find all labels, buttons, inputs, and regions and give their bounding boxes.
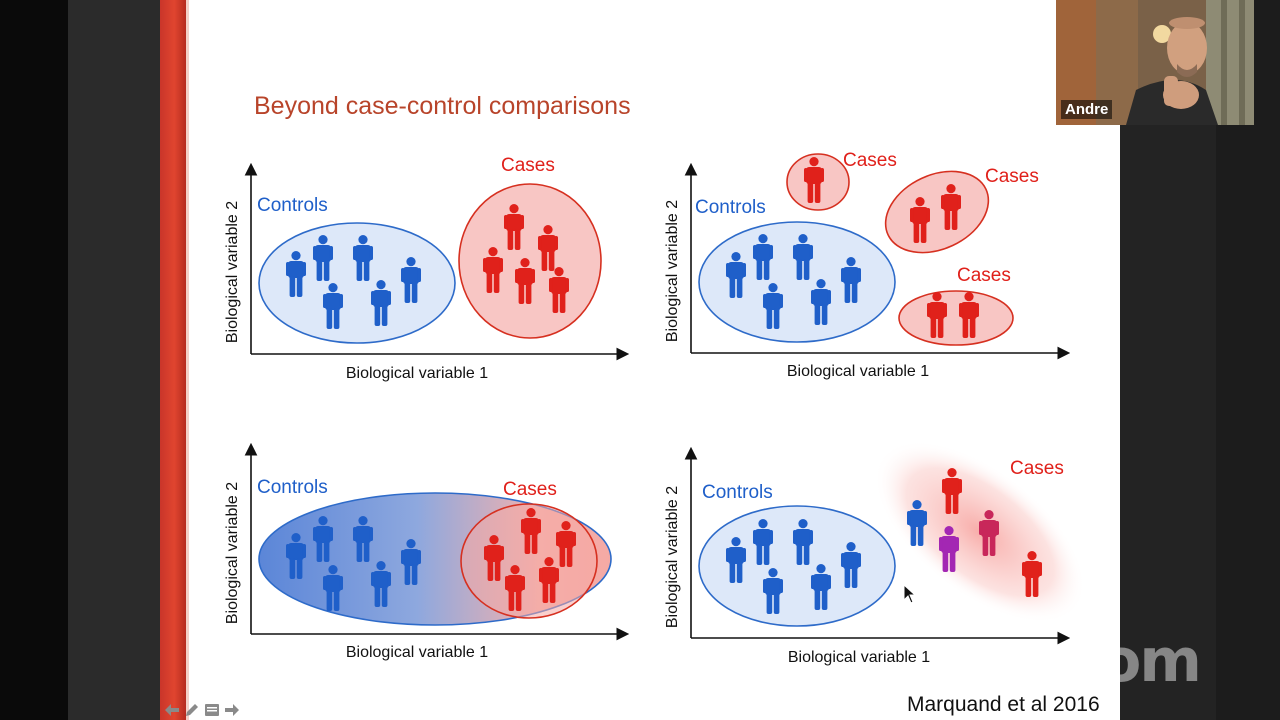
- controls-ellipse: [698, 505, 896, 627]
- zoom-watermark: zoom: [1028, 626, 1202, 696]
- x-axis-label: Biological variable 1: [346, 644, 488, 661]
- participant-video-frame: [1056, 0, 1254, 125]
- x-axis-label: Biological variable 1: [787, 363, 929, 380]
- citation: Marquand et al 2016: [907, 693, 1100, 716]
- y-axis-label: Biological variable 2: [224, 201, 241, 343]
- cases-label-2: Cases: [985, 166, 1039, 187]
- x-axis-label: Biological variable 1: [346, 365, 488, 382]
- cases-ellipse-bottom: [898, 290, 1014, 346]
- controls-label: Controls: [702, 482, 773, 503]
- cases-label-3: Cases: [957, 265, 1011, 286]
- participant-name: Andre: [1061, 100, 1113, 119]
- figure-panels: Controls Cases Biological variable 1 Bio…: [224, 150, 1086, 666]
- menu-icon[interactable]: [204, 702, 220, 718]
- controls-label: Controls: [257, 195, 328, 216]
- slide-navigation-tools: [164, 700, 240, 720]
- panel-top-right: Controls Cases Cases Cases Biological va…: [664, 150, 1071, 380]
- panel-top-left: Controls Cases Biological variable 1 Bio…: [224, 155, 630, 382]
- controls-label: Controls: [257, 477, 328, 498]
- cases-ellipse-middle: [884, 170, 990, 254]
- cases-label-1: Cases: [843, 150, 897, 171]
- presentation-slide: Beyond case-control comparisons: [160, 0, 1120, 720]
- slide-title: Beyond case-control comparisons: [254, 92, 631, 120]
- participant-video-tile[interactable]: Andre: [1056, 0, 1254, 125]
- mouse-cursor-icon: [903, 583, 917, 609]
- cases-label: Cases: [503, 479, 557, 500]
- y-axis-label: Biological variable 2: [664, 200, 681, 342]
- forward-arrow-icon[interactable]: [224, 702, 240, 718]
- cases-ellipse: [458, 183, 602, 339]
- cases-label: Cases: [501, 155, 555, 176]
- pen-icon[interactable]: [184, 702, 200, 718]
- back-arrow-icon[interactable]: [164, 702, 180, 718]
- right-grey-strip: [1120, 125, 1216, 720]
- panel-bottom-left: Controls Cases Biological variable 1 Bio…: [224, 442, 630, 661]
- y-axis-label: Biological variable 2: [224, 482, 241, 624]
- controls-label: Controls: [695, 197, 766, 218]
- y-axis-label: Biological variable 2: [664, 486, 681, 628]
- controls-ellipse: [258, 222, 456, 344]
- slide-red-sidebar: [160, 0, 186, 720]
- controls-ellipse: [698, 221, 896, 343]
- panel-bottom-right: Controls Cases Biological variable 1 Bio…: [664, 440, 1086, 666]
- x-axis-label: Biological variable 1: [788, 649, 930, 666]
- left-grey-margin: [68, 0, 160, 720]
- cases-label: Cases: [1010, 458, 1064, 479]
- left-black-margin: [0, 0, 68, 720]
- slide-red-sidebar-edge: [186, 0, 189, 720]
